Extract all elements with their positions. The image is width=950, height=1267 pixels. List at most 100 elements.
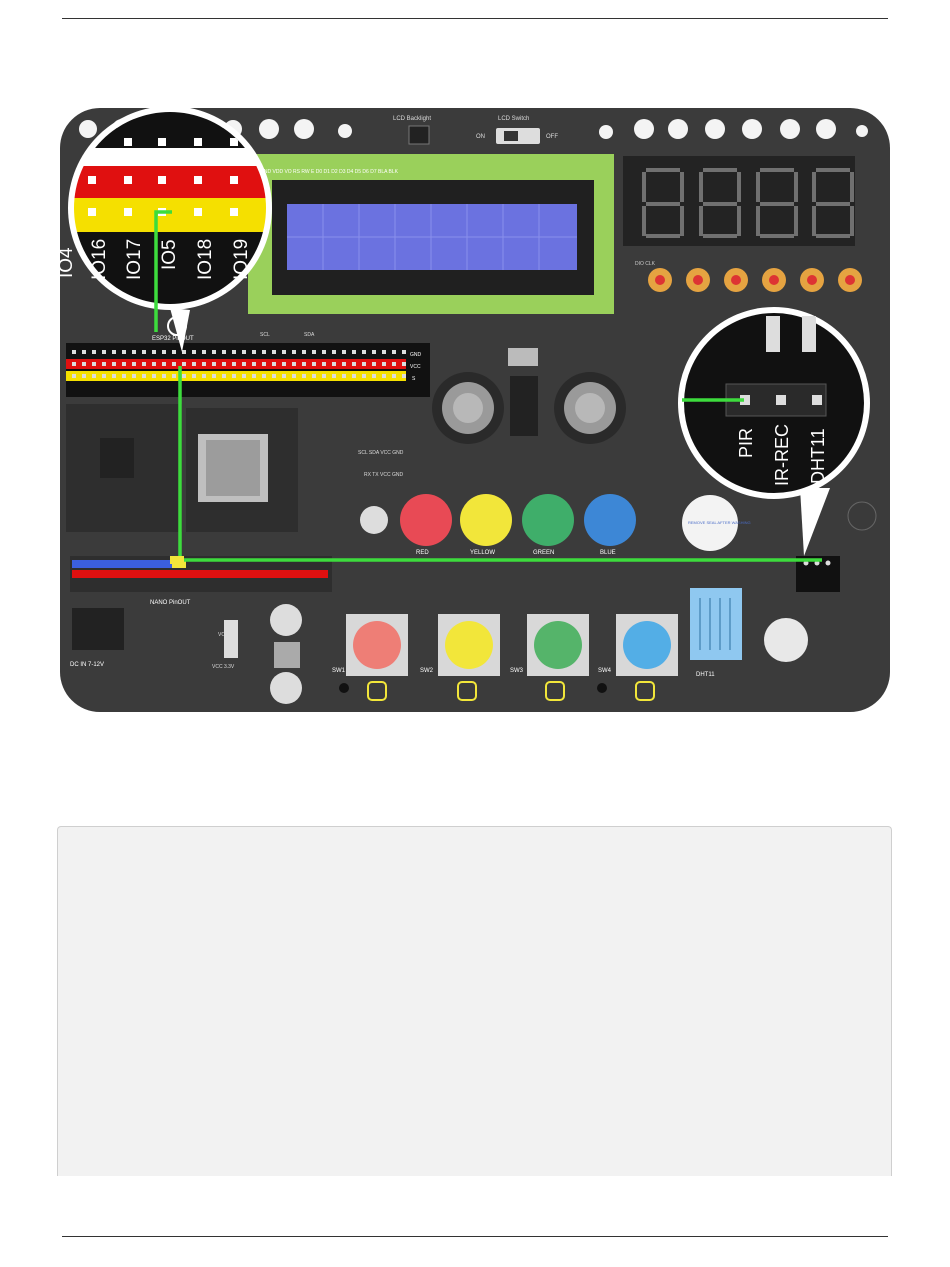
zoom-pin-4: IO18 <box>195 239 216 280</box>
header-pin <box>392 350 396 354</box>
header-pin <box>372 374 376 378</box>
zoom-pin-1: IO16 <box>89 239 110 280</box>
header-pin <box>242 350 246 354</box>
header-pin <box>302 350 306 354</box>
header-pin <box>302 374 306 378</box>
header-pin <box>202 362 206 366</box>
header-pin <box>272 362 276 366</box>
header-pin <box>282 350 286 354</box>
header-pin <box>352 374 356 378</box>
header-pin <box>82 350 86 354</box>
header-pin <box>212 350 216 354</box>
header-pin <box>332 350 336 354</box>
header-pin <box>82 362 86 366</box>
header-pin <box>312 350 316 354</box>
sw2-label: SW2 <box>420 668 434 674</box>
header-pin <box>362 374 366 378</box>
vcc33-label: VCC 3.3V <box>212 664 235 670</box>
code-content <box>58 827 891 851</box>
header-pin <box>392 374 396 378</box>
header-pin <box>182 350 186 354</box>
led-label-red: RED <box>416 550 429 556</box>
header-pin <box>72 362 76 366</box>
zoom-sensor-ir-rec: IR-REC <box>772 424 792 486</box>
header-pin <box>102 374 106 378</box>
header-pin <box>202 374 206 378</box>
zoom-pin-2: IO17 <box>124 239 145 280</box>
header-pin <box>372 350 376 354</box>
header-pin <box>122 350 126 354</box>
header-row-gnd: GND <box>410 352 422 358</box>
header-pin <box>322 362 326 366</box>
dht11-sensor <box>690 588 742 660</box>
header-pin <box>392 362 396 366</box>
header-pin <box>142 362 146 366</box>
header-pin <box>332 374 336 378</box>
header-pin <box>222 374 226 378</box>
header-pin <box>172 350 176 354</box>
header-pin <box>292 362 296 366</box>
header-pin <box>332 362 336 366</box>
dio-clk-label: DIO CLK <box>635 261 656 267</box>
header-pin <box>172 374 176 378</box>
header-pin <box>362 362 366 366</box>
header-pin <box>132 350 136 354</box>
header-pin <box>282 374 286 378</box>
header-pin <box>192 350 196 354</box>
header-pin <box>92 362 96 366</box>
header-pin <box>132 362 136 366</box>
header-pin <box>82 374 86 378</box>
led-label-yellow: YELLOW <box>470 550 495 556</box>
nano-pinout-label: NANO PinOUT <box>150 600 191 606</box>
code-block <box>57 826 892 1176</box>
header-pin <box>192 374 196 378</box>
lcd-switch-off: OFF <box>546 134 558 140</box>
header-pin <box>112 350 116 354</box>
header-pin <box>122 374 126 378</box>
lcd-switch-label: LCD Switch <box>498 116 529 122</box>
header-pin <box>252 374 256 378</box>
header-pin <box>312 362 316 366</box>
header-row-s: S <box>412 376 416 382</box>
tilt-knob[interactable] <box>847 501 877 531</box>
zoom-sensor-pir: PIR <box>736 428 756 458</box>
esp32-pinout-label: ESP32 PinOUT <box>152 336 194 342</box>
header-pin <box>232 350 236 354</box>
header-pin <box>352 350 356 354</box>
lcd-switch-on: ON <box>476 134 485 140</box>
header-pin <box>222 350 226 354</box>
buzzer <box>682 495 738 551</box>
header-pin <box>132 374 136 378</box>
header-pin <box>162 374 166 378</box>
header-pin <box>292 350 296 354</box>
i2c-pins-label: SCL SDA VCC GND <box>358 450 404 456</box>
lcd-backlight-jumper[interactable] <box>408 125 430 145</box>
lcd-pin-labels: GND VDD VO RS RW E D0 D1 D2 D3 D4 D5 D6 … <box>260 169 399 175</box>
push-buttons[interactable] <box>346 614 678 676</box>
header-pin <box>222 362 226 366</box>
ultrasonic-sensor <box>432 348 626 444</box>
lcd-backlight-label: LCD Backlight <box>393 116 431 122</box>
sda-label: SDA <box>304 332 315 338</box>
header-pin <box>232 362 236 366</box>
zoom-bubble-sensors <box>678 307 870 556</box>
zoom-bubble-pins <box>68 108 272 352</box>
header-pin <box>152 374 156 378</box>
header-pin <box>302 362 306 366</box>
header-pin <box>312 374 316 378</box>
sw4-label: SW4 <box>598 668 612 674</box>
header-pin <box>262 362 266 366</box>
header-pin <box>382 350 386 354</box>
scl-label: SCL <box>260 332 270 338</box>
header-pin <box>92 350 96 354</box>
power-switch[interactable] <box>224 620 238 658</box>
header-pin <box>252 350 256 354</box>
header-pin <box>72 350 76 354</box>
header-pin <box>262 350 266 354</box>
pir-dome <box>764 618 808 662</box>
header-row-vcc: VCC <box>410 364 421 370</box>
header-pin <box>192 362 196 366</box>
header-pin <box>402 362 406 366</box>
zoom-pin-5: IO19 <box>231 239 252 280</box>
header-pin <box>252 362 256 366</box>
